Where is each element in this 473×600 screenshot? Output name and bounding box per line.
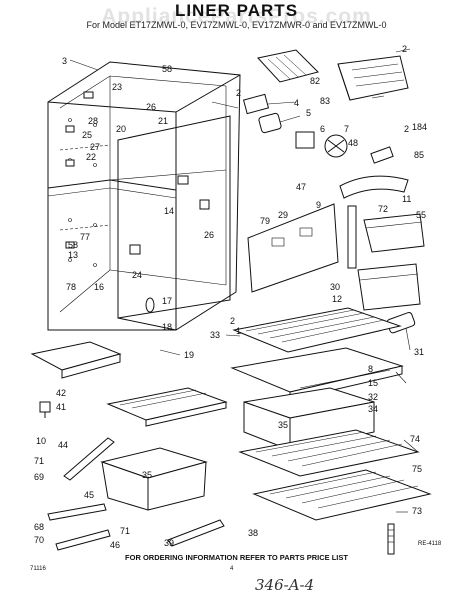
page-number: 4 bbox=[230, 566, 234, 572]
callout-c73: 73 bbox=[412, 506, 422, 516]
callout-c7: 7 bbox=[344, 124, 349, 134]
callout-c58a: 58 bbox=[162, 64, 172, 74]
callout-c38: 38 bbox=[248, 528, 258, 538]
door-bins bbox=[357, 213, 425, 334]
liner-cabinet bbox=[47, 61, 241, 331]
vent-frame bbox=[242, 93, 282, 134]
callout-c79: 79 bbox=[260, 216, 270, 226]
callout-c32: 32 bbox=[368, 392, 378, 402]
callout-c5: 5 bbox=[306, 108, 311, 118]
callout-c83: 83 bbox=[320, 96, 330, 106]
callout-c21: 21 bbox=[158, 116, 168, 126]
callout-c41: 41 bbox=[56, 402, 66, 412]
callout-c45: 45 bbox=[84, 490, 94, 500]
callout-c2a: 2 bbox=[402, 44, 407, 54]
callout-c55: 55 bbox=[416, 210, 426, 220]
callout-c22: 22 bbox=[86, 152, 96, 162]
callout-c71b: 71 bbox=[120, 526, 130, 536]
diagram-subtitle: For Model ET17ZMWL-0, EV17ZMWL-0, EV17ZM… bbox=[86, 20, 387, 30]
callout-c31: 31 bbox=[414, 347, 424, 357]
callout-c28: 28 bbox=[88, 116, 98, 126]
callout-labels: 2 3 58 23 26 21 28 20 25 27 22 14 26 58 … bbox=[34, 44, 427, 550]
callout-c3: 3 bbox=[62, 56, 67, 66]
callout-c29: 29 bbox=[278, 210, 288, 220]
callout-c35a: 35 bbox=[278, 420, 288, 430]
wire-shelf-upper bbox=[232, 307, 402, 353]
crisper-pan bbox=[100, 447, 208, 511]
callout-c69: 69 bbox=[34, 472, 44, 482]
diagram-title: LINER PARTS bbox=[174, 1, 299, 20]
leader-lines bbox=[69, 48, 419, 513]
callout-c72: 72 bbox=[378, 204, 388, 214]
callout-c4: 4 bbox=[294, 98, 299, 108]
callout-c2d: 2 bbox=[230, 316, 235, 326]
callout-c30: 30 bbox=[330, 282, 340, 292]
callout-c27: 27 bbox=[90, 142, 100, 152]
leveling-leg bbox=[387, 523, 395, 555]
callout-c23: 23 bbox=[112, 82, 122, 92]
wire-shelf-lower bbox=[252, 469, 432, 521]
callout-c13: 13 bbox=[68, 250, 78, 260]
freezer-tray-upper bbox=[30, 341, 122, 379]
callout-c42: 42 bbox=[56, 388, 66, 398]
callout-c1: 1 bbox=[236, 326, 241, 336]
slide-rails bbox=[47, 437, 225, 551]
callout-c15: 15 bbox=[368, 378, 378, 388]
callout-c16: 16 bbox=[94, 282, 104, 292]
callout-c77: 77 bbox=[80, 232, 90, 242]
reference-code: RE-4118 bbox=[418, 541, 442, 547]
callout-c46: 46 bbox=[110, 540, 120, 550]
callout-c25: 25 bbox=[82, 130, 92, 140]
document-code: 71116 bbox=[30, 566, 46, 572]
callout-c9: 9 bbox=[316, 200, 321, 210]
callout-c48: 48 bbox=[348, 138, 358, 148]
handwritten-note: 346-A-4 bbox=[255, 576, 315, 594]
callout-c8: 8 bbox=[368, 364, 373, 374]
callout-c71a: 71 bbox=[34, 456, 44, 466]
callout-c184: 184 bbox=[412, 122, 427, 132]
meat-pan bbox=[243, 387, 375, 451]
callout-c74: 74 bbox=[410, 434, 420, 444]
callout-c58b: 58 bbox=[68, 240, 78, 250]
callout-c20: 20 bbox=[116, 124, 126, 134]
bracket-left bbox=[39, 401, 51, 418]
callout-c44: 44 bbox=[58, 440, 68, 450]
callout-c18: 18 bbox=[162, 322, 172, 332]
callout-c2c: 2 bbox=[404, 124, 409, 134]
ice-tray bbox=[257, 49, 319, 83]
crisper-cover-frame bbox=[339, 146, 409, 199]
callout-c78: 78 bbox=[66, 282, 76, 292]
freezer-wire-shelf bbox=[106, 387, 228, 427]
callout-c70: 70 bbox=[34, 535, 44, 545]
ice-bin-drawer bbox=[337, 55, 409, 101]
callout-c85: 85 bbox=[414, 150, 424, 160]
callout-c10: 10 bbox=[36, 436, 46, 446]
fan-motor-assembly bbox=[295, 131, 348, 158]
callout-c33: 33 bbox=[210, 330, 220, 340]
callout-c11: 11 bbox=[402, 194, 411, 204]
callout-c24: 24 bbox=[132, 270, 142, 280]
callout-c17: 17 bbox=[162, 296, 172, 306]
callout-c34: 34 bbox=[368, 404, 378, 414]
callout-c2b: 2 bbox=[236, 88, 241, 98]
air-duct-panel bbox=[247, 203, 357, 293]
callout-c12: 12 bbox=[332, 294, 342, 304]
callout-c82: 82 bbox=[310, 76, 320, 86]
callout-c39: 39 bbox=[164, 538, 174, 548]
callout-c19: 19 bbox=[184, 350, 194, 360]
callout-c26b: 26 bbox=[204, 230, 214, 240]
ordering-info-footer: FOR ORDERING INFORMATION REFER TO PARTS … bbox=[125, 553, 348, 562]
callout-c6: 6 bbox=[320, 124, 325, 134]
callout-c26a: 26 bbox=[146, 102, 156, 112]
callout-c35b: 35 bbox=[142, 470, 152, 480]
callout-c14: 14 bbox=[164, 206, 174, 216]
callout-c47: 47 bbox=[296, 182, 306, 192]
callout-c75: 75 bbox=[412, 464, 422, 474]
callout-c68: 68 bbox=[34, 522, 44, 532]
